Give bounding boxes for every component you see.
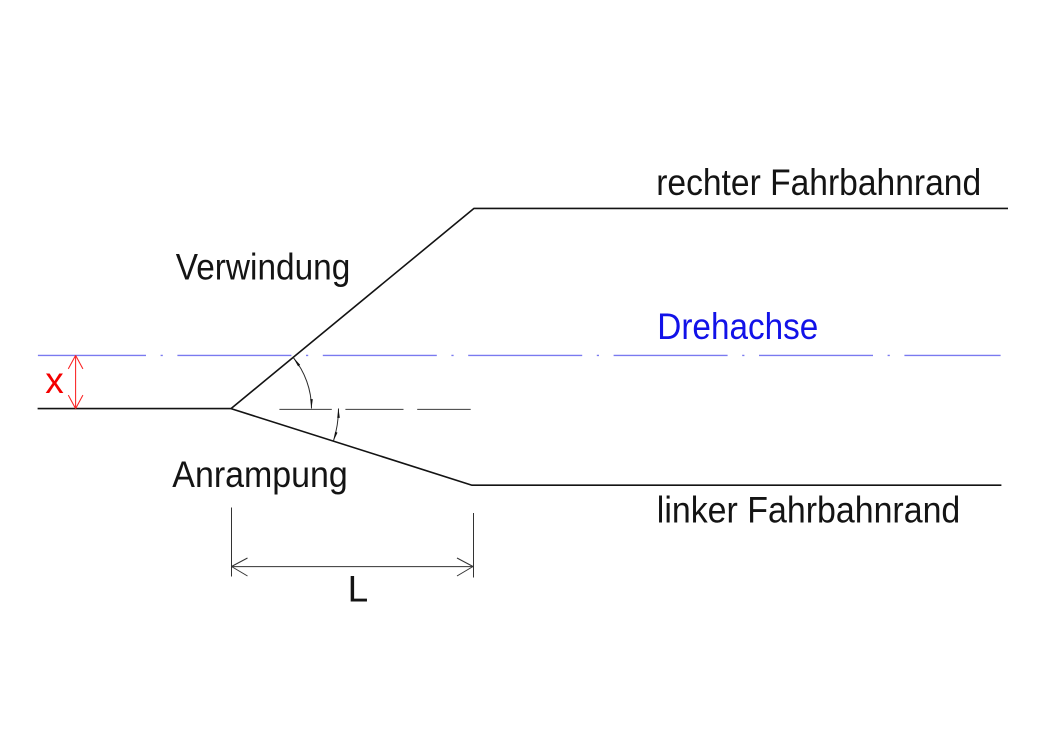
svg-text:x: x — [45, 360, 64, 401]
svg-text:Verwindung: Verwindung — [176, 246, 350, 287]
svg-text:rechter Fahrbahnrand: rechter Fahrbahnrand — [656, 162, 981, 203]
svg-text:Drehachse: Drehachse — [657, 306, 818, 347]
svg-text:linker Fahrbahnrand: linker Fahrbahnrand — [657, 489, 961, 530]
svg-text:Anrampung: Anrampung — [172, 454, 347, 495]
svg-text:L: L — [348, 569, 369, 610]
